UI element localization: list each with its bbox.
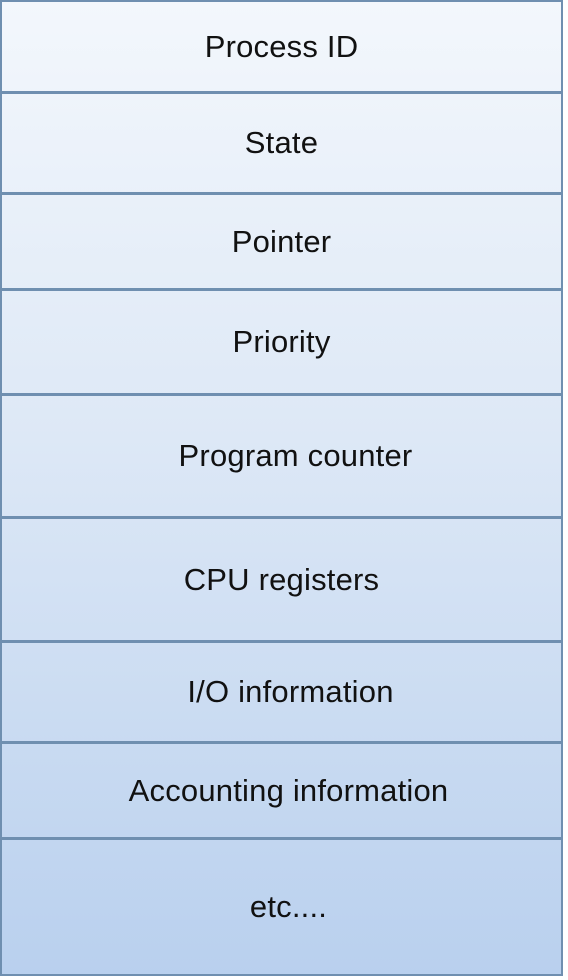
pcb-field-etc: etc.... [2, 840, 561, 974]
pcb-field-accounting-information: Accounting information [2, 744, 561, 840]
pcb-field-label: etc.... [249, 889, 328, 924]
pcb-field-label: Process ID [204, 28, 359, 64]
pcb-field-label: I/O information [187, 674, 394, 709]
pcb-field-cpu-registers: CPU registers [2, 519, 561, 643]
pcb-field-priority: Priority [2, 291, 561, 396]
pcb-field-label: Priority [232, 324, 331, 359]
pcb-field-label: Accounting information [128, 772, 449, 808]
pcb-field-label: Program counter [178, 438, 413, 473]
pcb-field-label: CPU registers [183, 561, 380, 597]
pcb-field-pointer: Pointer [2, 195, 561, 291]
pcb-field-process-id: Process ID [2, 2, 561, 94]
pcb-field-label: State [244, 125, 319, 160]
pcb-field-io-information: I/O information [2, 643, 561, 744]
pcb-field-label: Pointer [231, 223, 332, 259]
pcb-field-state: State [2, 94, 561, 195]
pcb-field-program-counter: Program counter [2, 396, 561, 519]
